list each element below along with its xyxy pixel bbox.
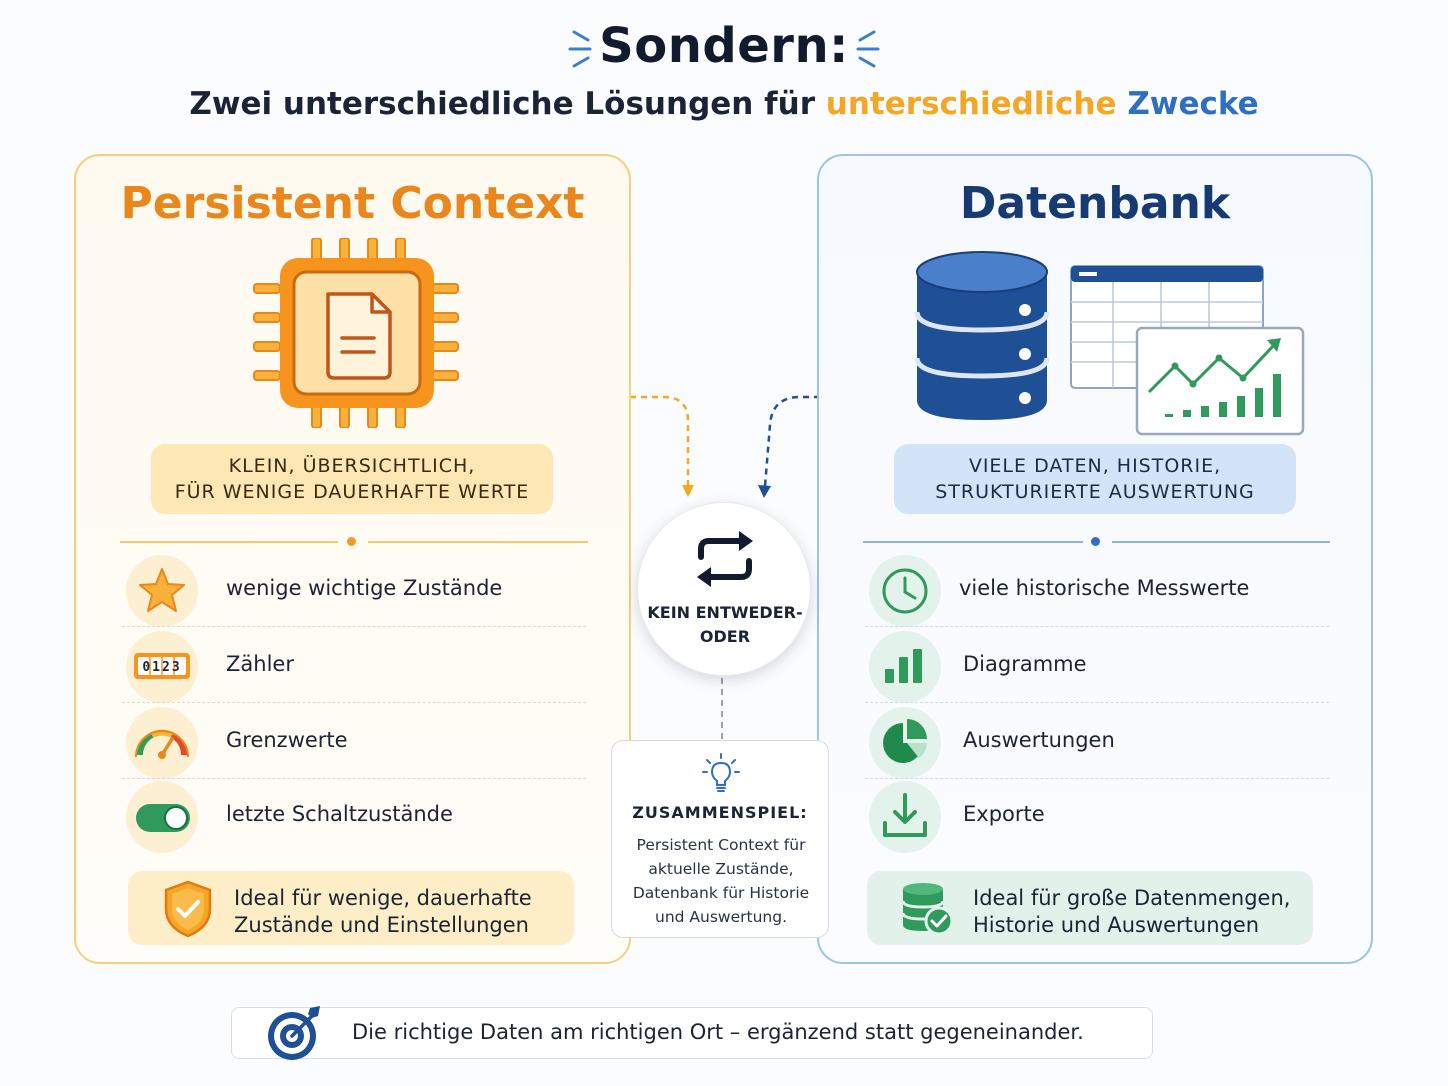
- divider-right: [1112, 541, 1330, 543]
- list-item: 0123 Zähler: [122, 630, 586, 706]
- footer-text: Die richtige Daten am richtigen Ort – er…: [352, 1020, 1084, 1044]
- zusammenspiel-line-1: Persistent Context für: [636, 836, 806, 854]
- summary-text: Ideal für große Datenmengen, Historie un…: [973, 885, 1290, 939]
- list-item: Diagramme: [865, 630, 1329, 706]
- zusammenspiel-line-2: aktuelle Zustände,: [648, 860, 794, 878]
- zusammenspiel-line-4: und Auswertung.: [655, 908, 787, 926]
- item-label: Exporte: [963, 802, 1045, 826]
- bar-chart-icon: [869, 631, 941, 703]
- burst-left-icon: [568, 30, 592, 68]
- zusammenspiel-title: ZUSAMMENSPIEL:: [632, 803, 808, 822]
- badge-line-1: KEIN ENTWEDER-: [647, 603, 803, 622]
- tag-line-1: KLEIN, ÜBERSICHTLICH,: [228, 455, 476, 477]
- row-divider: [122, 702, 586, 703]
- datenbank-panel: Datenbank VIELE DATE: [817, 154, 1373, 964]
- item-label: viele historische Messwerte: [959, 576, 1250, 600]
- download-icon: [869, 781, 941, 853]
- zusammenspiel-box: ZUSAMMENSPIEL: Persistent Context für ak…: [611, 740, 829, 938]
- persistent-context-panel: Persistent Context KLEIN, ÜBERSICHTLICH,…: [74, 154, 631, 964]
- list-item: viele historische Messwerte: [865, 554, 1329, 630]
- list-item: Grenzwerte: [122, 706, 586, 782]
- target-icon: [268, 1006, 320, 1060]
- summary-line-1: Ideal für wenige, dauerhafte: [234, 886, 532, 910]
- subtitle-part-1: Zwei unterschiedliche Lösungen für: [189, 86, 826, 122]
- summary-text: Ideal für wenige, dauerhafte Zustände un…: [234, 885, 532, 939]
- list-item: wenige wichtige Zustände: [122, 554, 586, 630]
- divider-right: [368, 541, 588, 543]
- divider-dot: [347, 537, 356, 546]
- chip-document-icon: [253, 238, 459, 428]
- shield-check-icon: [164, 880, 212, 938]
- swap-arrows-icon: [697, 531, 753, 587]
- list-item: Auswertungen: [865, 706, 1329, 782]
- tag-line-2: FÜR WENIGE DAUERHAFTE WERTE: [174, 481, 530, 503]
- datenbank-summary: Ideal für große Datenmengen, Historie un…: [867, 871, 1313, 945]
- database-icon: [914, 251, 1050, 420]
- item-label: Diagramme: [963, 652, 1087, 676]
- row-divider: [865, 778, 1329, 779]
- item-label: wenige wichtige Zustände: [226, 576, 503, 600]
- persistent-context-summary: Ideal für wenige, dauerhafte Zustände un…: [128, 871, 574, 945]
- summary-line-2: Historie und Auswertungen: [973, 913, 1260, 937]
- item-label: letzte Schaltzustände: [226, 802, 453, 826]
- counter-icon: 0123: [126, 631, 198, 703]
- summary-line-1: Ideal für große Datenmengen,: [973, 886, 1291, 910]
- summary-line-2: Zustände und Einstellungen: [234, 913, 529, 937]
- zusammenspiel-line-3: Datenbank für Historie: [632, 884, 810, 902]
- item-label: Auswertungen: [963, 728, 1115, 752]
- item-label: Zähler: [226, 652, 294, 676]
- clock-icon: [869, 555, 941, 627]
- database-check-icon: [901, 883, 954, 936]
- zusammenspiel-text: Persistent Context für aktuelle Zustände…: [622, 833, 820, 929]
- page-title: Sondern:: [599, 18, 849, 74]
- row-divider: [865, 702, 1329, 703]
- subtitle-highlight-blue: Zwecke: [1127, 86, 1259, 122]
- lightbulb-icon: [702, 753, 740, 792]
- list-item: letzte Schaltzustände: [122, 780, 586, 856]
- badge-label: KEIN ENTWEDER- ODER: [638, 601, 812, 649]
- burst-right-icon: [856, 30, 880, 68]
- item-label: Grenzwerte: [226, 728, 348, 752]
- footer-banner: Die richtige Daten am richtigen Ort – er…: [231, 1006, 1153, 1060]
- tag-line-1: VIELE DATEN, HISTORIE,: [968, 455, 1222, 477]
- star-icon: [126, 555, 198, 627]
- persistent-context-title: Persistent Context: [120, 178, 585, 229]
- kein-entweder-oder-badge: KEIN ENTWEDER- ODER: [637, 502, 811, 676]
- page-subtitle: Zwei unterschiedliche Lösungen für unter…: [0, 86, 1448, 122]
- counter-digits: 0123: [142, 660, 181, 675]
- row-divider: [865, 626, 1329, 627]
- persistent-context-tag: KLEIN, ÜBERSICHTLICH, FÜR WENIGE DAUERHA…: [151, 444, 553, 514]
- row-divider: [122, 778, 586, 779]
- divider-left: [120, 541, 338, 543]
- datenbank-title: Datenbank: [959, 178, 1231, 229]
- divider-left: [863, 541, 1083, 543]
- pie-chart-icon: [869, 707, 941, 779]
- list-item: Exporte: [865, 780, 1329, 856]
- toggle-icon: [126, 781, 198, 853]
- badge-line-2: ODER: [699, 627, 751, 646]
- divider-dot: [1091, 537, 1100, 546]
- gauge-icon: [126, 707, 198, 779]
- line-chart-icon: [1135, 326, 1305, 436]
- tag-line-2: STRUKTURIERTE AUSWERTUNG: [935, 481, 1255, 503]
- datenbank-tag: VIELE DATEN, HISTORIE, STRUKTURIERTE AUS…: [894, 444, 1296, 514]
- subtitle-highlight-orange: unterschiedliche: [825, 86, 1117, 122]
- row-divider: [122, 626, 586, 627]
